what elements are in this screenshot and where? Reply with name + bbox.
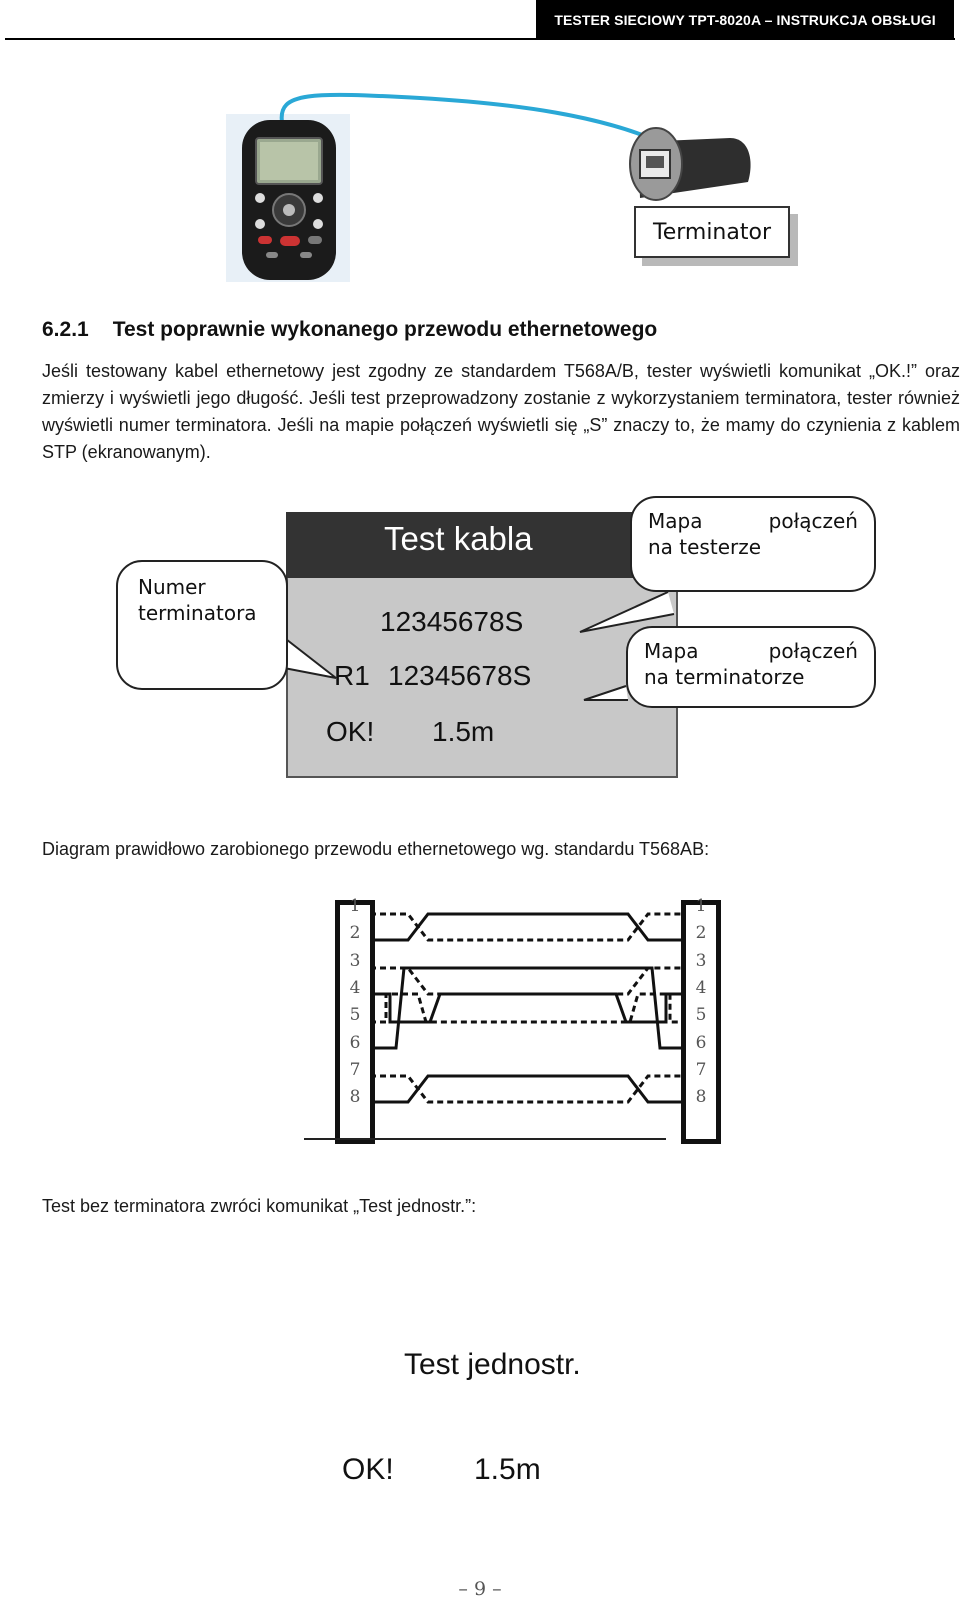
terminator-number-pointer [281,635,337,679]
diagram-caption: Diagram prawidłowo zarobionego przewodu … [42,839,710,859]
wire-pin6 [370,966,686,1050]
section-title: Test poprawnie wykonanego przewodu ether… [112,318,658,341]
no-terminator-caption: Test bez terminatora zwróci komunikat „T… [42,1196,477,1216]
section-heading: 6.2.1 Test poprawnie wykonanego przewodu … [42,318,657,342]
one-sided-length: 1.5m [474,1453,541,1486]
intro-paragraph: Jeśli testowany kabel ethernetowy jest z… [42,361,960,462]
wire-pin7 [370,1074,686,1104]
header-rule [5,38,955,40]
left-pin-1: 1 [349,896,361,916]
left-pin-2: 2 [349,923,361,944]
tester-wire-map: 12345678S [380,606,524,637]
tester-photo [226,92,751,282]
terminator-wire-map: 12345678S [388,660,532,691]
wire-pin2 [370,912,686,942]
left-pin-3: 3 [349,950,361,971]
terminator-id: R1 [334,660,370,691]
cable-length: 1.5m [432,716,495,747]
right-pin-4: 4 [695,977,707,998]
one-sided-status: OK! [342,1453,394,1486]
document-header: TESTER SIECIOWY TPT-8020A – INSTRUKCJA O… [536,0,954,40]
left-pin-8: 8 [349,1087,361,1108]
right-pin-6: 6 [695,1032,707,1053]
left-pin-5: 5 [349,1005,361,1026]
left-connector [335,900,375,1144]
callout-word: połączeń [768,639,858,663]
diagram-underline [304,1138,666,1140]
right-pin-3: 3 [695,950,707,971]
left-pin-6: 6 [349,1032,361,1053]
callout-line: na testerze [648,535,762,559]
right-pin-1: 1 [695,896,707,916]
tester-map-pointer [579,591,675,633]
wire-pin3 [370,966,686,996]
callout-line: terminatora [138,601,257,625]
callout-word: Mapa [648,509,703,533]
wiring-diagram [370,912,686,1104]
right-pin-5: 5 [695,1005,707,1026]
terminator-map-callout: Mapa połączeń na terminatorze [626,626,876,708]
page-number: – 9 – [458,1578,502,1600]
terminator-number-callout: Numer terminatora [116,560,288,690]
callout-line: Numer [138,575,206,599]
callout-word: Mapa [644,639,699,663]
terminator-label: Terminator [634,206,790,258]
wire-pin5 [370,992,686,1024]
header-title: TESTER SIECIOWY TPT-8020A – INSTRUKCJA O… [554,12,936,28]
wire-pin8 [370,1074,686,1104]
right-pin-2: 2 [695,923,707,944]
screen-title: Test kabla [384,520,533,557]
callout-line: na terminatorze [644,665,805,689]
status-message: OK! [326,716,375,747]
terminator-map-pointer [583,685,628,701]
left-pin-7: 7 [349,1059,361,1080]
section-number: 6.2.1 [42,318,89,341]
wire-pin4 [370,992,686,1024]
terminator-label-text: Terminator [653,219,771,245]
callout-word: połączeń [768,509,858,533]
right-pin-8: 8 [695,1087,707,1108]
callout-pointers [281,591,675,701]
tester-map-callout: Mapa połączeń na testerze [630,496,876,592]
tester-screen-title-band [286,512,678,578]
one-sided-test-title: Test jednostr. [404,1348,581,1381]
left-pin-4: 4 [349,977,361,998]
wire-pin1 [370,912,686,942]
tester-device-icon [242,120,336,280]
terminator-device-icon [629,127,751,201]
right-pin-7: 7 [695,1059,707,1080]
